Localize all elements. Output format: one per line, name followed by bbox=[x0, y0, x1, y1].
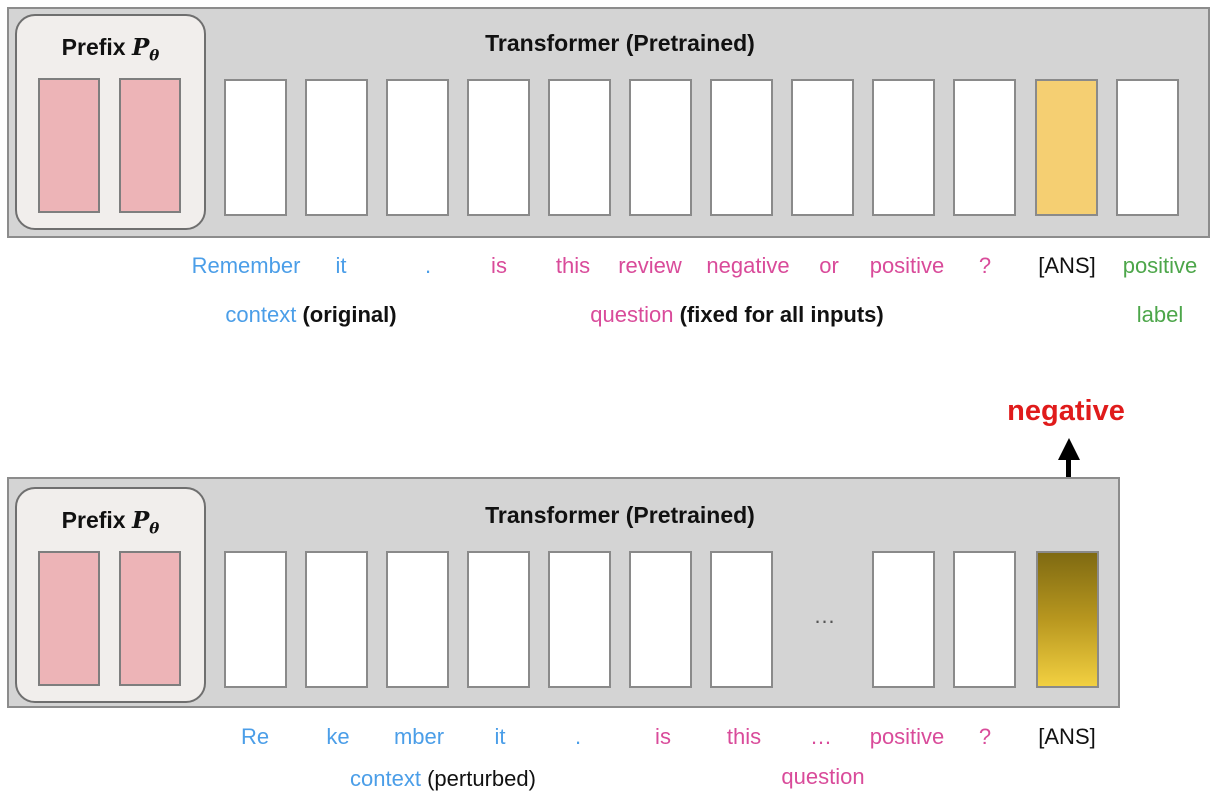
top-token-cell bbox=[386, 79, 449, 216]
bottom-token-cell bbox=[305, 551, 368, 688]
bottom-token-label: positive bbox=[869, 724, 945, 749]
bottom-context-caption: context (perturbed) bbox=[350, 766, 536, 791]
top-token-label: this bbox=[555, 253, 591, 278]
top-token-cell bbox=[791, 79, 854, 216]
bottom-token-label: [ANS] bbox=[1038, 724, 1096, 749]
bottom-token-label: mber bbox=[393, 724, 445, 749]
top-token-label: positive bbox=[1122, 253, 1198, 278]
bottom-cells-ellipsis: … bbox=[813, 603, 837, 628]
bottom-token-label: this bbox=[726, 724, 762, 749]
top-prefix-title: Prefix Pθ bbox=[61, 34, 160, 65]
top-context-caption: context (original) bbox=[225, 302, 397, 327]
bottom-token-label: it bbox=[494, 724, 506, 749]
top-token-label: [ANS] bbox=[1038, 253, 1096, 278]
bottom-token-cell bbox=[629, 551, 692, 688]
top-token-cell bbox=[872, 79, 935, 216]
top-token-label: is bbox=[491, 253, 507, 278]
top-token-cell bbox=[467, 79, 530, 216]
bottom-token-label: . bbox=[574, 724, 582, 749]
bottom-token-cell bbox=[872, 551, 935, 688]
top-token-cell bbox=[710, 79, 773, 216]
bottom-token-label: ke bbox=[326, 724, 350, 749]
top-token-label: negative bbox=[706, 253, 790, 278]
top-prefix-cell bbox=[119, 78, 181, 213]
top-ans-cell bbox=[1035, 79, 1098, 216]
bottom-token-label: ? bbox=[978, 724, 992, 749]
bottom-question-caption: question bbox=[781, 764, 865, 789]
top-token-cell bbox=[305, 79, 368, 216]
bottom-prefix-cell bbox=[119, 551, 181, 686]
bottom-token-cell bbox=[710, 551, 773, 688]
top-token-label: review bbox=[618, 253, 682, 278]
top-token-label: . bbox=[424, 253, 432, 278]
top-token-label: it bbox=[335, 253, 347, 278]
top-label-cell bbox=[1116, 79, 1179, 216]
bottom-token-label: … bbox=[810, 724, 832, 749]
top-question-caption: question (fixed for all inputs) bbox=[590, 302, 884, 327]
top-token-label: ? bbox=[978, 253, 992, 278]
top-token-cell bbox=[548, 79, 611, 216]
prediction-arrow-head bbox=[1058, 438, 1080, 460]
top-token-label: or bbox=[819, 253, 839, 278]
top-token-cell bbox=[953, 79, 1016, 216]
top-token-label: Remember bbox=[191, 253, 301, 278]
prediction-label: negative bbox=[1007, 395, 1125, 427]
bottom-token-cell bbox=[953, 551, 1016, 688]
bottom-token-cell bbox=[467, 551, 530, 688]
top-label-caption: label bbox=[1136, 302, 1184, 327]
bottom-ans-cell bbox=[1036, 551, 1099, 688]
top-transformer-title: Transformer (Pretrained) bbox=[485, 30, 755, 56]
top-token-cell bbox=[629, 79, 692, 216]
bottom-token-label: Re bbox=[240, 724, 270, 749]
bottom-token-cell bbox=[548, 551, 611, 688]
top-token-label: positive bbox=[869, 253, 945, 278]
top-token-cell bbox=[224, 79, 287, 216]
bottom-token-cell bbox=[386, 551, 449, 688]
bottom-token-label: is bbox=[655, 724, 671, 749]
bottom-prefix-cell bbox=[38, 551, 100, 686]
bottom-prefix-title: Prefix Pθ bbox=[61, 507, 160, 538]
bottom-token-cell bbox=[224, 551, 287, 688]
top-prefix-cell bbox=[38, 78, 100, 213]
bottom-transformer-title: Transformer (Pretrained) bbox=[485, 502, 755, 528]
